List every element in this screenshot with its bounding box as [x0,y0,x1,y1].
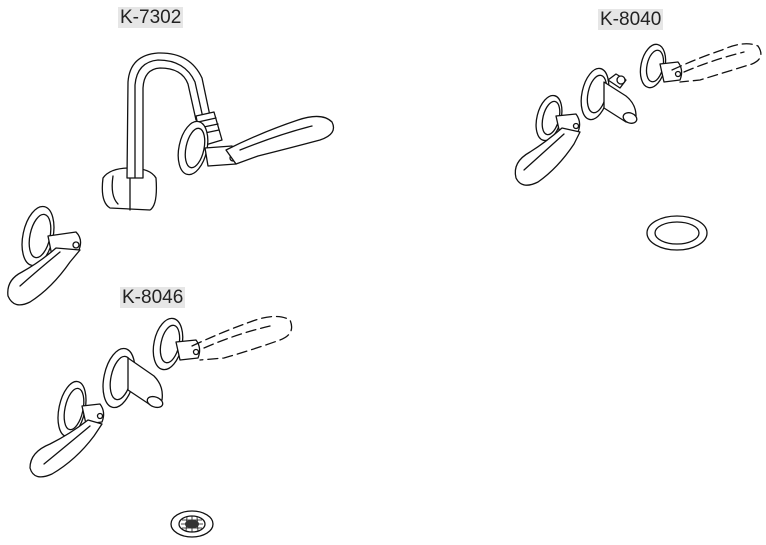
k-8046-right-handle [152,315,293,371]
k-8040-right-handle [639,43,762,89]
k-7302-left-handle [7,205,82,306]
model-label-k-7302: K-7302 [118,7,184,28]
k-8046-spout [102,347,164,409]
model-label-k-8046: K-8046 [120,287,186,308]
k-8040-drain-ring [646,215,708,251]
k-8046-drain-strainer [170,510,214,538]
k-8046-left-handle [29,380,105,478]
model-label-k-8040: K-8040 [598,9,664,30]
k-8040-spout [580,67,638,124]
k-7302-right-handle [177,115,335,176]
k-8040-left-handle [514,94,581,186]
